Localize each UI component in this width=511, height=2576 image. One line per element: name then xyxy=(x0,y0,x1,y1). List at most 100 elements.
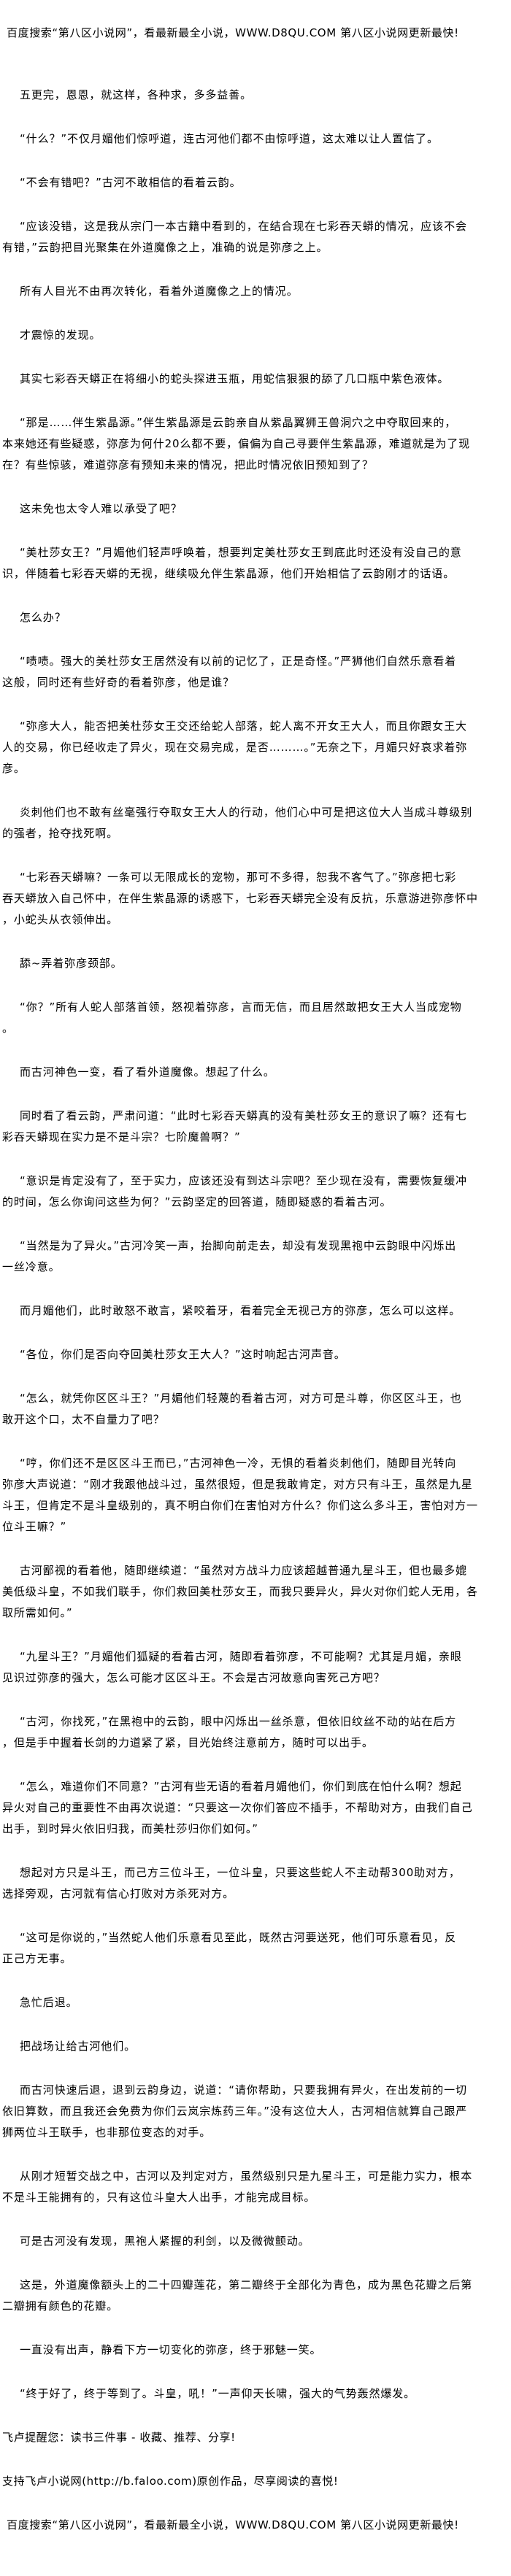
paragraph: “九星斗王？”月媚他们狐疑的看着古河，随即看着弥彦，不可能啊？尤其是月媚，亲眼见… xyxy=(2,1646,462,1689)
paragraph: 其实七彩吞天蟒正在将细小的蛇头探进玉瓶，用蛇信狠狠的舔了几口瓶中紫色液体。 xyxy=(2,369,450,390)
paragraph: “七彩吞天蟒嘛？一条可以无限成长的宠物，那可不多得，恕我不客气了。”弥彦把七彩吞… xyxy=(2,867,478,930)
paragraph: 所有人目光不由再次转化，看着外道魔像之上的情况。 xyxy=(2,281,382,302)
paragraph-line: 异火对自己的重要性不由再次说道：“只要这一次你们答应不插手，不帮助对方，由我们自… xyxy=(2,1801,473,1814)
paragraph-line: “哼，你们还不是区区斗王而已，”古河神色一冷，无惧的看着炎刺他们，随即目光转向 xyxy=(20,1457,457,1470)
paragraph-line: 正己方无事。 xyxy=(2,1952,72,1965)
paragraph: “不会有错吧？”古河不敢相信的看着云韵。 xyxy=(2,172,382,193)
paragraph: 从刚才短暂交战之中，古河以及判定对方，虽然级别只是九星斗王，可是能力实力，根本不… xyxy=(2,2166,473,2208)
paragraph: 才震惊的发现。 xyxy=(2,325,382,346)
footer-banner: 百度搜索“第八区小说网”，看最新最全小说，WWW.D8QU.COM 第八区小说网… xyxy=(7,2518,459,2531)
paragraph-line: 斗王，但肯定不是斗皇级别的，真不明白你们在害怕对方什么？你们这么多斗王，害怕对方… xyxy=(2,1499,478,1512)
paragraph: “那是……伴生紫晶源。”伴生紫晶源是云韵亲自从紫晶翼狮王兽洞穴之中夺取回来的， 本… xyxy=(2,412,470,476)
paragraph: “什么？”不仅月媚他们惊呼道，连古河他们都不由惊呼道，这太难以让人置信了。 xyxy=(2,128,439,150)
paragraph-line: 五更完，恩恩，就这样，各种求，多多益善。 xyxy=(20,88,253,101)
paragraph: “弥彦大人，能否把美杜莎女王交还给蛇人部落，蛇人离不开女王大人，而且你跟女王大人… xyxy=(2,716,468,779)
paragraph-line: 而月媚他们，此时敢怒不敢言，紧咬着牙，看着完全无视己方的弥彦，怎么可以这样。 xyxy=(20,1304,461,1317)
paragraph-line: 所有人目光不由再次转化，看着外道魔像之上的情况。 xyxy=(20,285,299,298)
paragraph-line: “弥彦大人，能否把美杜莎女王交还给蛇人部落，蛇人离不开女王大人，而且你跟女王大 xyxy=(20,720,467,733)
paragraph: “终于好了，终于等到了。斗皇，吼！”一声仰天长啸，强大的气势轰然爆发。 xyxy=(2,2383,416,2405)
paragraph: “啧啧。强大的美杜莎女王居然没有以前的记忆了，正是奇怪。”严狮他们自然乐意看着这… xyxy=(2,651,457,693)
paragraph: “怎么，难道你们不同意？”古河有些无语的看着月媚他们，你们到底在怕什么啊？想起异… xyxy=(2,1776,473,1840)
paragraph-line: 一直没有出声，静看下方一切变化的弥彦，终于邪魅一笑。 xyxy=(20,2343,322,2356)
paragraph: 同时看了看云韵，严肃问道：“此时七彩吞天蟒真的没有美杜莎女王的意识了嘛？还有七彩… xyxy=(2,1106,467,1148)
paragraph: 炎刺他们也不敢有丝毫强行夺取女王大人的行动，他们心中可是把这位大人当成斗尊级别的… xyxy=(2,802,473,844)
paragraph: “意识是肯定没有了，至于实力，应该还没有到达斗宗吧？至少现在没有，需要恢复缓冲的… xyxy=(2,1171,466,1213)
paragraph-line: 彩吞天蟒现在实力是不是斗宗？七阶魔兽啊？” xyxy=(2,1130,241,1144)
paragraph-line: 炎刺他们也不敢有丝毫强行夺取女王大人的行动，他们心中可是把这位大人当成斗尊级别 xyxy=(20,806,473,819)
paragraph-line: 识，伴随着七彩吞天蟒的无视，继续吸允伴生紫晶源，他们开始相信了云韵刚才的话语。 xyxy=(2,567,456,580)
paragraph-line: “当然是为了异火。”古河冷笑一声，抬脚向前走去，却没有发现黑袍中云韵眼中闪烁出 xyxy=(20,1239,457,1252)
paragraph-line: 的强者，抢夺找死啊。 xyxy=(2,827,119,840)
paragraph-line: “各位，你们是否向夺回美杜莎女王大人？”这时响起古河声音。 xyxy=(20,1348,346,1361)
paragraph-line: 敢开这个口，太不自量力了吧？ xyxy=(2,1413,165,1426)
paragraph-line: “啧啧。强大的美杜莎女王居然没有以前的记忆了，正是奇怪。”严狮他们自然乐意看着 xyxy=(20,655,457,668)
paragraph: 急忙后退。 xyxy=(2,1992,382,2013)
paragraph: “你？”所有人蛇人部落首领，怒视着弥彦，言而无信，而且居然敢把女王大人当成宠物。 xyxy=(2,997,462,1039)
paragraph: 而古河神色一变，看了看外道魔像。想起了什么。 xyxy=(2,1062,382,1083)
chapter-body: 五更完，恩恩，就这样，各种求，多多益善。 “什么？”不仅月媚他们惊呼道，连古河他们… xyxy=(2,85,478,2405)
paragraph-line: ，小蛇头从衣领伸出。 xyxy=(2,913,119,926)
paragraph: “应该没错，这是我从宗门一本古籍中看到的，在结合现在七彩吞天蟒的情况，应该不会有… xyxy=(2,216,467,258)
paragraph-line: 依旧算数，而且我还会免费为你们云岚宗炼药三年。”没有这位大人，古河相信就算自己跟… xyxy=(2,2105,468,2118)
paragraph-line: 有错，”云韵把目光聚集在外道魔像之上，准确的说是弥彦之上。 xyxy=(2,241,328,254)
paragraph: 五更完，恩恩，就这样，各种求，多多益善。 xyxy=(2,85,382,106)
paragraph: “各位，你们是否向夺回美杜莎女王大人？”这时响起古河声音。 xyxy=(2,1344,382,1365)
footer-support: 支持飞卢小说网(http://b.faloo.com)原创作品，尽享阅读的喜悦! xyxy=(2,2475,339,2488)
paragraph-line: 古河鄙视的看着他，随即继续道：“虽然对方战斗力应该超越普通九星斗王，但也最多媲 xyxy=(20,1564,467,1577)
paragraph: “这可是你说的，”当然蛇人他们乐意看见至此，既然古河要送死，他们可乐意看见，反正… xyxy=(2,1927,457,1970)
paragraph-line: “什么？”不仅月媚他们惊呼道，连古河他们都不由惊呼道，这太难以让人置信了。 xyxy=(20,132,439,145)
paragraph: 怎么办？ xyxy=(2,607,382,628)
paragraph-line: 的时间，怎么你询问这些为何？”云韵坚定的回答道，随即疑惑的看着古河。 xyxy=(2,1195,392,1208)
paragraph-line: “怎么，难道你们不同意？”古河有些无语的看着月媚他们，你们到底在怕什么啊？想起 xyxy=(20,1780,462,1793)
paragraph-line: 取所需如何。” xyxy=(2,1606,73,1619)
paragraph-line: 出手，到时异火依旧归我，而美杜莎归你们如何。” xyxy=(2,1822,258,1835)
paragraph-line: 一丝冷意。 xyxy=(2,1260,61,1273)
paragraph-line: 在？有些惊骇，难道弥彦有预知未来的情况，把此时情况依旧预知到了？ xyxy=(2,458,374,471)
paragraph-line: 同时看了看云韵，严肃问道：“此时七彩吞天蟒真的没有美杜莎女王的意识了嘛？还有七 xyxy=(20,1109,467,1122)
paragraph-line: 狮两位斗王联手，也非那位变态的对手。 xyxy=(2,2126,212,2139)
paragraph: 而月媚他们，此时敢怒不敢言，紧咬着牙，看着完全无视己方的弥彦，怎么可以这样。 xyxy=(2,1300,461,1322)
paragraph: 舔~弄着弥彦颈部。 xyxy=(2,953,382,974)
paragraph-line: “你？”所有人蛇人部落首领，怒视着弥彦，言而无信，而且居然敢把女王大人当成宠物 xyxy=(20,1000,462,1014)
paragraph: “古河，你找死，”在黑袍中的云韵，眼中闪烁出一丝杀意，但依旧纹丝不动的站在后方，… xyxy=(2,1711,456,1754)
footer-reminder: 飞卢提醒您：读书三件事 - 收藏、推荐、分享! xyxy=(2,2431,236,2444)
paragraph-line: 而古河神色一变，看了看外道魔像。想起了什么。 xyxy=(20,1065,275,1079)
paragraph-line: “怎么，就凭你区区斗王？”月媚他们轻蔑的看着古河，对方可是斗尊，你区区斗王，也 xyxy=(20,1392,462,1405)
paragraph-line: 这般，同时还有些好奇的看着弥彦，他是谁？ xyxy=(2,676,235,689)
paragraph-line: 从刚才短暂交战之中，古河以及判定对方，虽然级别只是九星斗王，可是能力实力，根本 xyxy=(20,2170,473,2183)
paragraph-line: 。 xyxy=(2,1022,14,1035)
paragraph-line: 彦。 xyxy=(2,762,26,775)
paragraph-line: “不会有错吧？”古河不敢相信的看着云韵。 xyxy=(20,176,242,189)
paragraph: 想起对方只是斗王，而己方三位斗王，一位斗皇，只要这些蛇人不主动帮300助对方，选… xyxy=(2,1862,460,1905)
paragraph-line: 可是古河没有发现，黑袍人紧握的利剑，以及微微颤动。 xyxy=(20,2234,310,2248)
paragraph-line: 急忙后退。 xyxy=(20,1996,78,2009)
paragraph-line: 其实七彩吞天蟒正在将细小的蛇头探进玉瓶，用蛇信狠狠的舔了几口瓶中紫色液体。 xyxy=(20,372,450,385)
paragraph: “哼，你们还不是区区斗王而已，”古河神色一冷，无惧的看着炎刺他们，随即目光转向弥… xyxy=(2,1453,478,1538)
paragraph-line: 选择旁观，古河就有信心打败对方杀死对方。 xyxy=(2,1887,235,1900)
paragraph: “怎么，就凭你区区斗王？”月媚他们轻蔑的看着古河，对方可是斗尊，你区区斗王，也敢… xyxy=(2,1388,462,1430)
paragraph-line: 二瓣拥有颜色的花瓣。 xyxy=(2,2299,119,2313)
paragraph-line: 舔~弄着弥彦颈部。 xyxy=(20,957,123,970)
paragraph-line: 美低级斗皇，不如我们联手，你们救回美杜莎女王，而我只要异火，异火对你们蛇人无用，… xyxy=(2,1585,478,1598)
paragraph: “美杜莎女王？”月媚他们轻声呼唤着，想要判定美杜莎女王到底此时还没有没自己的意识… xyxy=(2,542,461,585)
paragraph-line: 把战场让给古河他们。 xyxy=(20,2040,137,2053)
paragraph-line: 不是斗王能拥有的，只有这位斗皇大人出手，才能完成目标。 xyxy=(2,2191,316,2204)
paragraph-line: 本来她还有些疑惑，弥彦为何什20么都不要，偏偏为自己寻要伴生紫晶源，难道就是为了… xyxy=(2,437,470,450)
paragraph-line: 才震惊的发现。 xyxy=(20,328,101,342)
paragraph: 而古河快速后退，退到云韵身边，说道：“请你帮助，只要我拥有异火，在出发前的一切依… xyxy=(2,2080,468,2143)
paragraph-line: 弥彦大声说道：“刚才我跟他战斗过，虽然很短，但是我敢肯定，对方只有斗王，虽然是九… xyxy=(2,1478,473,1491)
paragraph-line: 人的交易，你已经收走了异火，现在交易完成，是否………。”无奈之下，月媚只好哀求着… xyxy=(2,741,468,754)
paragraph-line: “那是……伴生紫晶源。”伴生紫晶源是云韵亲自从紫晶翼狮王兽洞穴之中夺取回来的， xyxy=(20,416,457,429)
paragraph-line: “终于好了，终于等到了。斗皇，吼！”一声仰天长啸，强大的气势轰然爆发。 xyxy=(20,2387,416,2400)
paragraph-line: 这是，外道魔像额头上的二十四瓣莲花，第二瓣终于全部化为青色，成为黑色花瓣之后第 xyxy=(20,2278,473,2291)
paragraph: 这未免也太令人难以承受了吧？ xyxy=(2,498,382,520)
paragraph-line: 吞天蟒放入自己怀中，在伴生紫晶源的诱惑下，七彩吞天蟒完全没有反抗，乐意游进弥彦怀… xyxy=(2,892,478,905)
paragraph: 古河鄙视的看着他，随即继续道：“虽然对方战斗力应该超越普通九星斗王，但也最多媲美… xyxy=(2,1560,478,1624)
paragraph-line: “七彩吞天蟒嘛？一条可以无限成长的宠物，那可不多得，恕我不客气了。”弥彦把七彩 xyxy=(20,871,457,884)
paragraph: 这是，外道魔像额头上的二十四瓣莲花，第二瓣终于全部化为青色，成为黑色花瓣之后第二… xyxy=(2,2275,473,2317)
paragraph-line: 怎么办？ xyxy=(20,611,66,624)
paragraph-line: 位斗王嘛？” xyxy=(2,1520,67,1533)
paragraph-line: “应该没错，这是我从宗门一本古籍中看到的，在结合现在七彩吞天蟒的情况，应该不会 xyxy=(20,220,467,233)
paragraph-line: “这可是你说的，”当然蛇人他们乐意看见至此，既然古河要送死，他们可乐意看见，反 xyxy=(20,1931,457,1944)
paragraph-line: “九星斗王？”月媚他们狐疑的看着古河，随即看着弥彦，不可能啊？尤其是月媚，亲眼 xyxy=(20,1650,462,1663)
